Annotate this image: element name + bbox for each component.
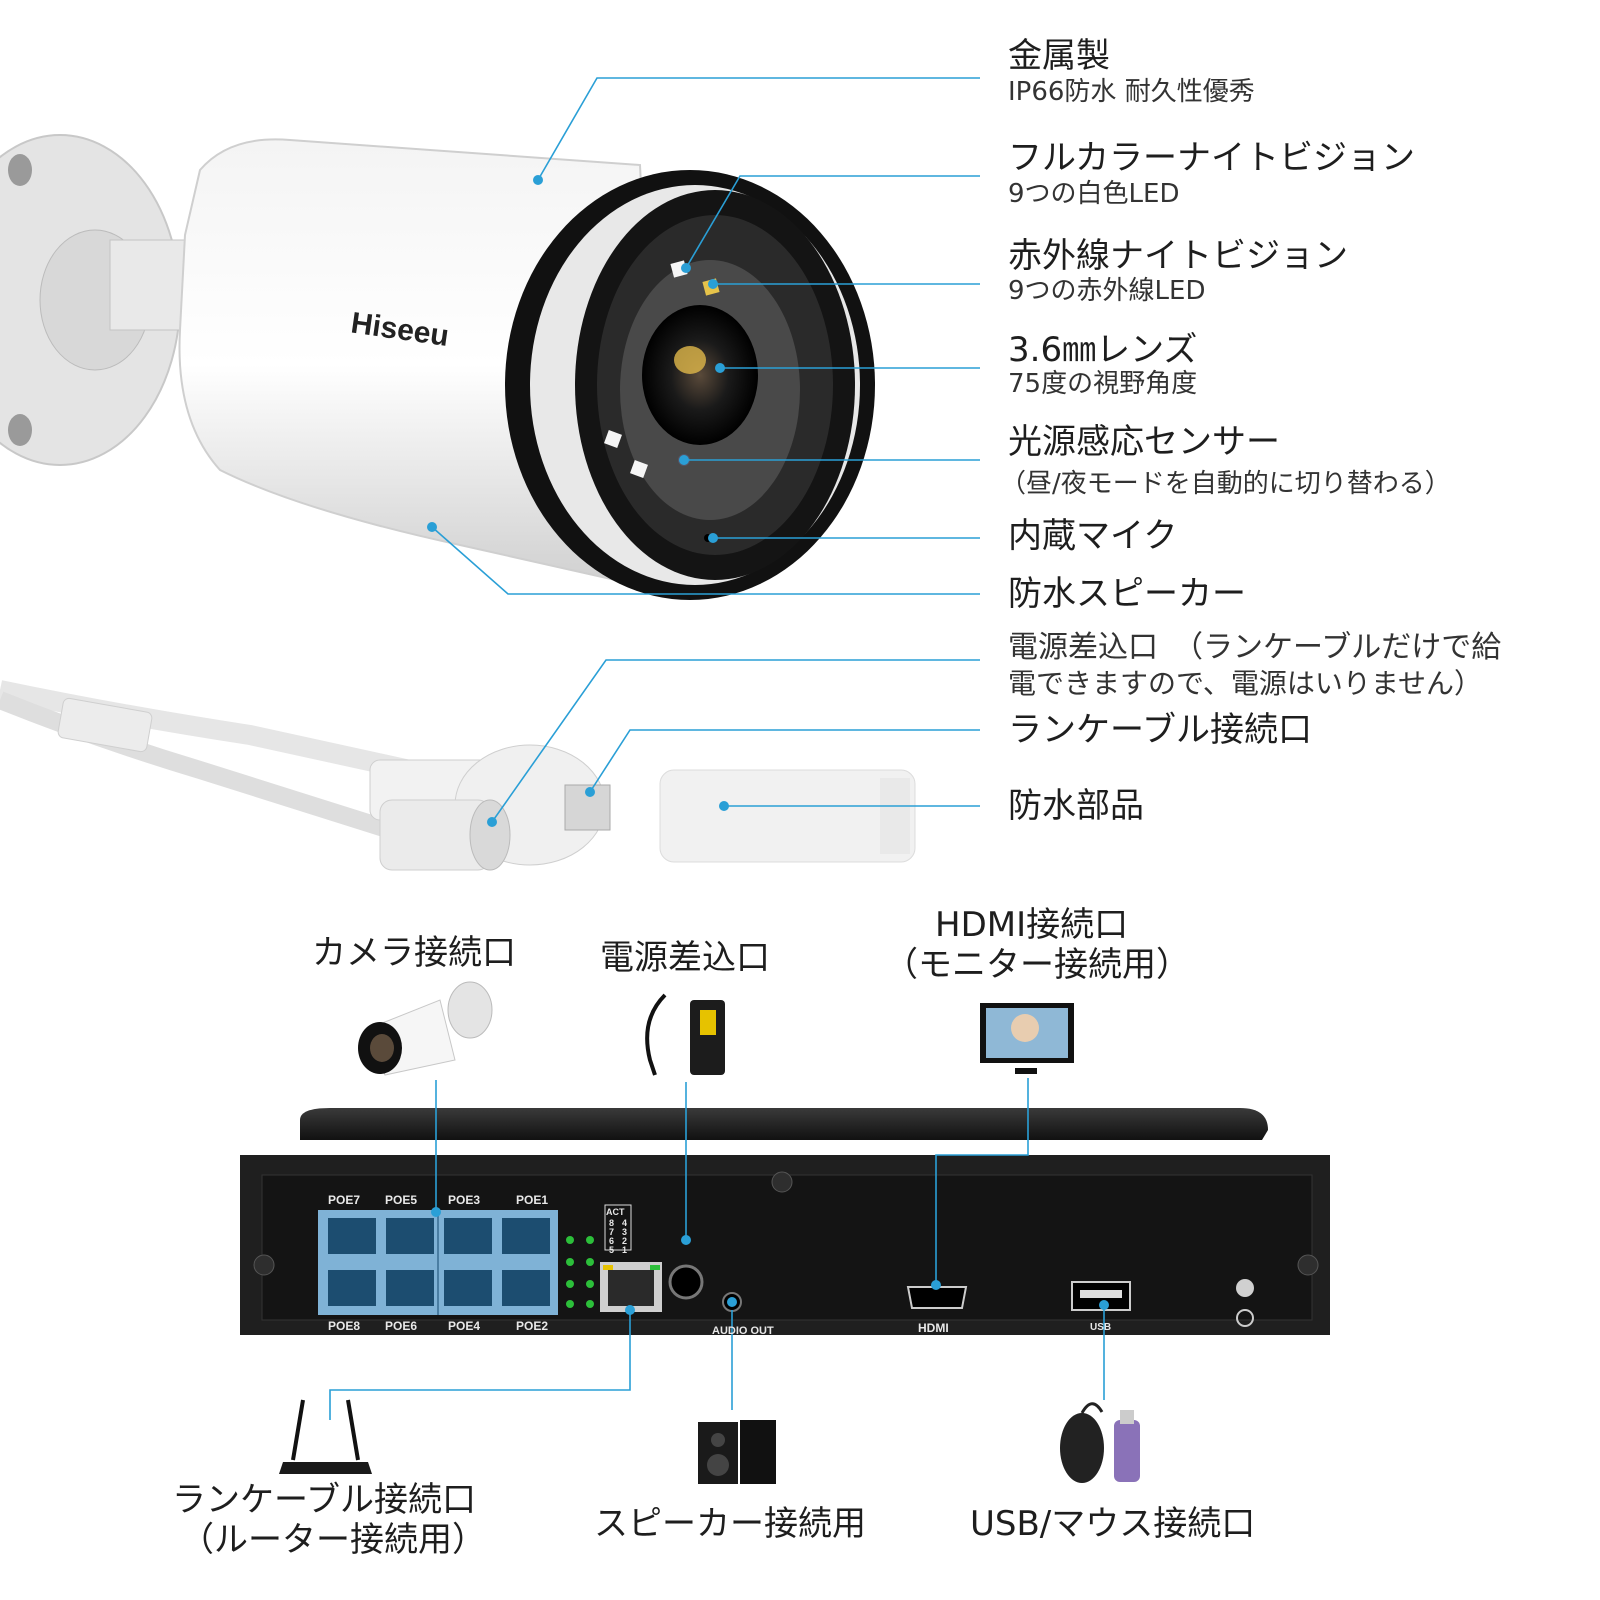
act-row-2-right: 3 (622, 1227, 627, 1237)
poe-label-bottom-3: POE4 (448, 1319, 480, 1333)
act-row-4-left: 5 (609, 1245, 614, 1255)
poe-label-top-3: POE3 (448, 1193, 480, 1207)
feature-title-lan: ランケーブル接続口 (1008, 710, 1312, 750)
mini-camera-icon (358, 981, 493, 1076)
poe-label-top-2: POE5 (385, 1193, 417, 1207)
hdmi-logo-text: HDMI (918, 1321, 949, 1335)
poe-label-bottom-1: POE8 (328, 1319, 360, 1333)
nvr-recorder (240, 1108, 1330, 1335)
nvr-label-speaker: スピーカー接続用 (594, 1504, 866, 1544)
nvr-label-lan-line1: ランケーブル接続口 (172, 1480, 476, 1520)
nvr-label-lan-line2: （ルーター接続用） (180, 1520, 486, 1560)
poe-label-top-4: POE1 (516, 1193, 548, 1207)
feature-title-waterproof-part: 防水部品 (1008, 786, 1144, 826)
nvr-label-camera-port: カメラ接続口 (312, 933, 516, 973)
act-row-1-right: 4 (622, 1218, 627, 1228)
act-row-2-left: 7 (609, 1227, 614, 1237)
power-adapter-icon (645, 993, 725, 1076)
camera-cable (0, 680, 611, 871)
nvr-label-usb: USB/マウス接続口 (970, 1504, 1256, 1544)
feature-sub-sensor: （昼/夜モードを自動的に切り替わる） (1000, 469, 1451, 499)
camera-mount (0, 134, 201, 466)
poe-label-top-1: POE7 (328, 1193, 360, 1207)
feature-sub-lens: 75度の視野角度 (1008, 369, 1198, 399)
feature-title-power: 電源差込口 （ランケーブルだけで給 (1008, 630, 1502, 665)
act-row-1-left: 8 (609, 1218, 614, 1228)
nvr-callouts (329, 1078, 1109, 1420)
camera-callouts (427, 77, 980, 827)
feature-sub-power: 電できますので、電源はいりません） (1008, 667, 1483, 700)
act-row-3-right: 2 (622, 1236, 627, 1246)
act-row-4-right: 1 (622, 1245, 627, 1255)
act-row-3-left: 6 (609, 1236, 614, 1246)
usb-logo-text: USB (1090, 1322, 1111, 1333)
feature-title-metal: 金属製 (1008, 36, 1110, 76)
feature-title-lens: 3.6㎜レンズ (1008, 330, 1198, 370)
poe-label-bottom-4: POE2 (516, 1319, 548, 1333)
poe-port-labels: POE7 POE5 POE3 POE1 POE8 POE6 POE4 POE2 … (328, 1193, 1111, 1337)
nvr-label-hdmi-line1: HDMI接続口 (935, 905, 1129, 945)
feature-sub-color-night: 9つの白色LED (1008, 179, 1180, 209)
nvr-label-hdmi-line2: （モニター接続用） (884, 945, 1190, 985)
act-label: ACT (606, 1207, 625, 1217)
feature-sub-metal: IP66防水 耐久性優秀 (1008, 77, 1255, 107)
feature-sub-ir-night: 9つの赤外線LED (1008, 276, 1206, 306)
feature-title-mic: 内蔵マイク (1008, 516, 1178, 556)
mouse-usb-icon (1060, 1402, 1140, 1483)
router-icon (279, 1399, 372, 1474)
bullet-camera (178, 138, 875, 600)
monitor-icon (980, 1003, 1074, 1074)
audio-out-label: AUDIO OUT (712, 1325, 774, 1337)
nvr-label-power-port: 電源差込口 (600, 938, 770, 978)
speaker-icon (698, 1420, 776, 1484)
feature-title-ir-night: 赤外線ナイトビジョン (1008, 236, 1348, 276)
feature-title-sensor: 光源感応センサー (1008, 422, 1280, 462)
feature-title-speaker: 防水スピーカー (1008, 574, 1246, 614)
poe-label-bottom-2: POE6 (385, 1319, 417, 1333)
waterproof-part (659, 769, 916, 863)
feature-title-color-night: フルカラーナイトビジョン (1008, 138, 1415, 178)
